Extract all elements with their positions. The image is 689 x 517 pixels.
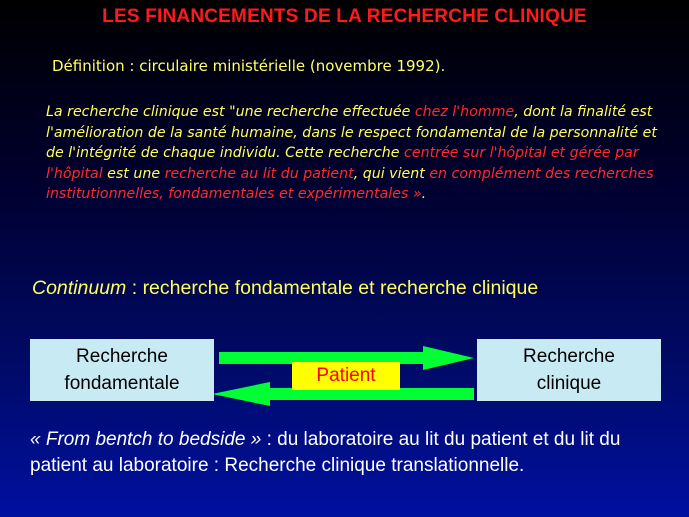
quote-segment: La recherche clinique est [46, 104, 230, 120]
continuum-text: : recherche fondamentale et recherche cl… [126, 277, 539, 299]
continuum-term: Continuum [32, 277, 127, 299]
quote-segment: , dont la finalité est l'amélioration de… [46, 104, 657, 162]
box-right-line-1: Recherche [523, 346, 615, 367]
box-right-line-2: clinique [536, 373, 602, 394]
box-left-line-2: fondamentale [64, 373, 180, 394]
quote-segment: , qui vient [353, 165, 430, 182]
quote-segment: chez l'homme [414, 104, 515, 120]
quote-segment: "une recherche effectuée [229, 104, 415, 120]
bottom-rest: : du laboratoire au lit du patient et du… [30, 429, 621, 476]
quote-segment: . [421, 186, 427, 203]
quote-segment: centrée sur l'hôpital et gérée par l'hôp… [46, 145, 639, 182]
quote-segment: est une [102, 165, 165, 182]
quote-segment: en complément des recherches institution… [46, 165, 654, 203]
arrow-left [212, 382, 474, 406]
quote-segment: recherche au lit du patient [164, 165, 354, 182]
definition-line: Définition : circulaire ministérielle (n… [52, 57, 446, 75]
arrow-right [219, 346, 474, 370]
bottom-italic: « From bentch to bedside » [30, 429, 262, 450]
definition-quote: La recherche clinique est "une recherche… [46, 102, 666, 205]
bottom-text: « From bentch to bedside » : du laborato… [30, 427, 670, 479]
slide-title: LES FINANCEMENTS DE LA RECHERCHE CLINIQU… [102, 6, 587, 27]
continuum-line: Continuum : recherche fondamentale et re… [32, 277, 538, 300]
patient-label: Patient [292, 362, 400, 390]
box-recherche-fondamentale: Recherche fondamentale [30, 339, 214, 401]
box-recherche-clinique: Recherche clinique [477, 339, 661, 401]
box-left-line-1: Recherche [76, 346, 168, 367]
